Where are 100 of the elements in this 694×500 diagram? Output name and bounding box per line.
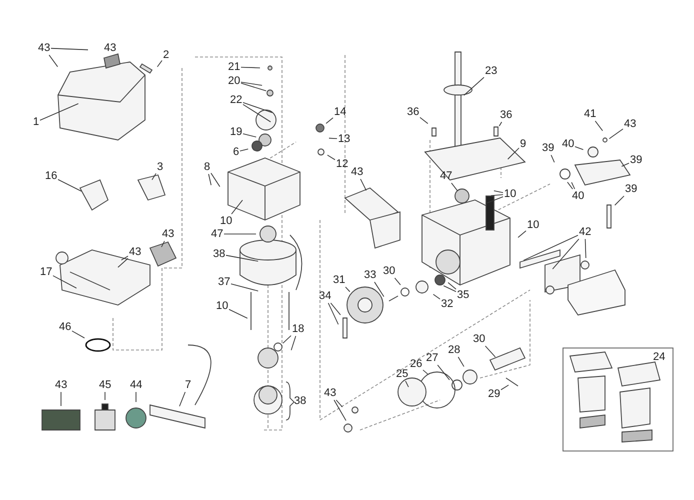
callout-number: 27: [426, 352, 438, 364]
callout-number: 9: [520, 138, 526, 150]
leader-line: [48, 54, 58, 68]
callout-number: 39: [630, 154, 642, 166]
leader-line: [432, 294, 440, 300]
leader-line: [464, 76, 484, 96]
leader-line: [240, 82, 262, 86]
leader-line: [152, 173, 156, 180]
callout-number: 34: [319, 290, 332, 302]
leader-line: [507, 148, 520, 160]
leader-line: [179, 392, 186, 407]
callout-number: 20: [228, 75, 240, 87]
callout-number: 43: [351, 166, 364, 178]
leader-line: [518, 230, 526, 238]
callout-number: 19: [230, 126, 242, 138]
callout-number: 43: [38, 42, 50, 54]
leader-line: [485, 196, 504, 204]
callout-number: 32: [441, 298, 454, 310]
leader-line: [484, 346, 496, 358]
leader-line: [422, 370, 428, 374]
callout-number: 37: [218, 276, 230, 288]
callout-number: 17: [40, 266, 52, 278]
leader-line: [574, 146, 584, 150]
callout-number: 30: [473, 333, 486, 345]
leader-line: [40, 103, 79, 121]
leader-line: [240, 82, 267, 92]
callout-number: 25: [396, 368, 408, 380]
leader-line: [550, 154, 555, 163]
leader-line: [523, 234, 578, 261]
callout-number: 7: [185, 379, 192, 391]
leader-line: [334, 400, 346, 421]
leader-line: [242, 133, 257, 138]
leader-line: [210, 172, 220, 188]
callout-number: 45: [99, 379, 112, 391]
callout-number: 10: [216, 300, 228, 312]
callout-number: 35: [457, 289, 470, 301]
callout-number: 43: [324, 387, 336, 399]
callout-number: 16: [45, 170, 58, 182]
callout-number: 44: [130, 379, 142, 391]
leader-line: [443, 285, 456, 292]
leader-line: [448, 282, 456, 290]
callout-number: 42: [579, 226, 592, 238]
leader-line: [156, 60, 162, 68]
leader-line: [118, 258, 128, 268]
leader-line: [451, 182, 458, 192]
callout-number: 14: [334, 106, 346, 118]
leader-line: [360, 178, 367, 191]
leader-line: [458, 356, 464, 367]
callout-number: 18: [292, 323, 304, 335]
callout-number: 39: [625, 183, 638, 195]
callout-number: 23: [485, 65, 498, 77]
callout-number: 40: [562, 138, 574, 150]
callout-number: 43: [129, 246, 142, 258]
leader-line: [621, 162, 630, 167]
callout-number: 28: [448, 344, 460, 356]
callout-number: 30: [383, 265, 396, 277]
callout-number: 31: [333, 274, 346, 286]
callout-number: 43: [104, 42, 116, 54]
leader-line: [58, 179, 82, 192]
callout-number: 43: [162, 228, 174, 240]
leader-line: [228, 308, 248, 319]
leader-line: [50, 48, 88, 50]
callout-number: 13: [338, 133, 350, 145]
leader-line: [608, 128, 624, 140]
leader-line: [328, 138, 338, 140]
leader-line: [104, 392, 106, 400]
leader-line: [420, 117, 428, 124]
callout-number: 47: [211, 228, 224, 240]
leader-line: [552, 238, 580, 270]
callout-number: 36: [407, 106, 420, 118]
callout-number: 26: [410, 358, 422, 370]
callout-number: 24: [653, 351, 666, 363]
leader-line: [498, 122, 502, 126]
leader-line: [405, 380, 409, 388]
callout-number: 36: [500, 109, 512, 121]
leader-line: [567, 182, 574, 190]
callout-number: 21: [228, 61, 240, 73]
leader-line: [161, 240, 165, 248]
leader-line: [494, 190, 504, 193]
leader-line: [500, 384, 509, 390]
callout-number: 43: [624, 118, 636, 130]
callout-number: 33: [364, 269, 376, 281]
callout-number: 10: [504, 188, 516, 200]
leader-line: [240, 148, 249, 152]
leader-line: [437, 364, 450, 380]
callout-number: 10: [527, 219, 540, 231]
leader-line: [72, 330, 85, 338]
leader-line: [290, 336, 296, 351]
leader-line: [231, 200, 243, 214]
leader-line: [242, 104, 272, 122]
leader-line: [242, 102, 273, 114]
leader-line: [584, 238, 586, 258]
leader-line: [614, 196, 624, 206]
leader-line: [327, 154, 336, 160]
leader-line: [326, 117, 334, 124]
callout-number: 3: [157, 161, 164, 173]
leader-line: [330, 302, 341, 316]
callout-number: 39: [542, 142, 554, 154]
leader-line: [240, 66, 260, 68]
callout-number: 29: [488, 388, 500, 400]
